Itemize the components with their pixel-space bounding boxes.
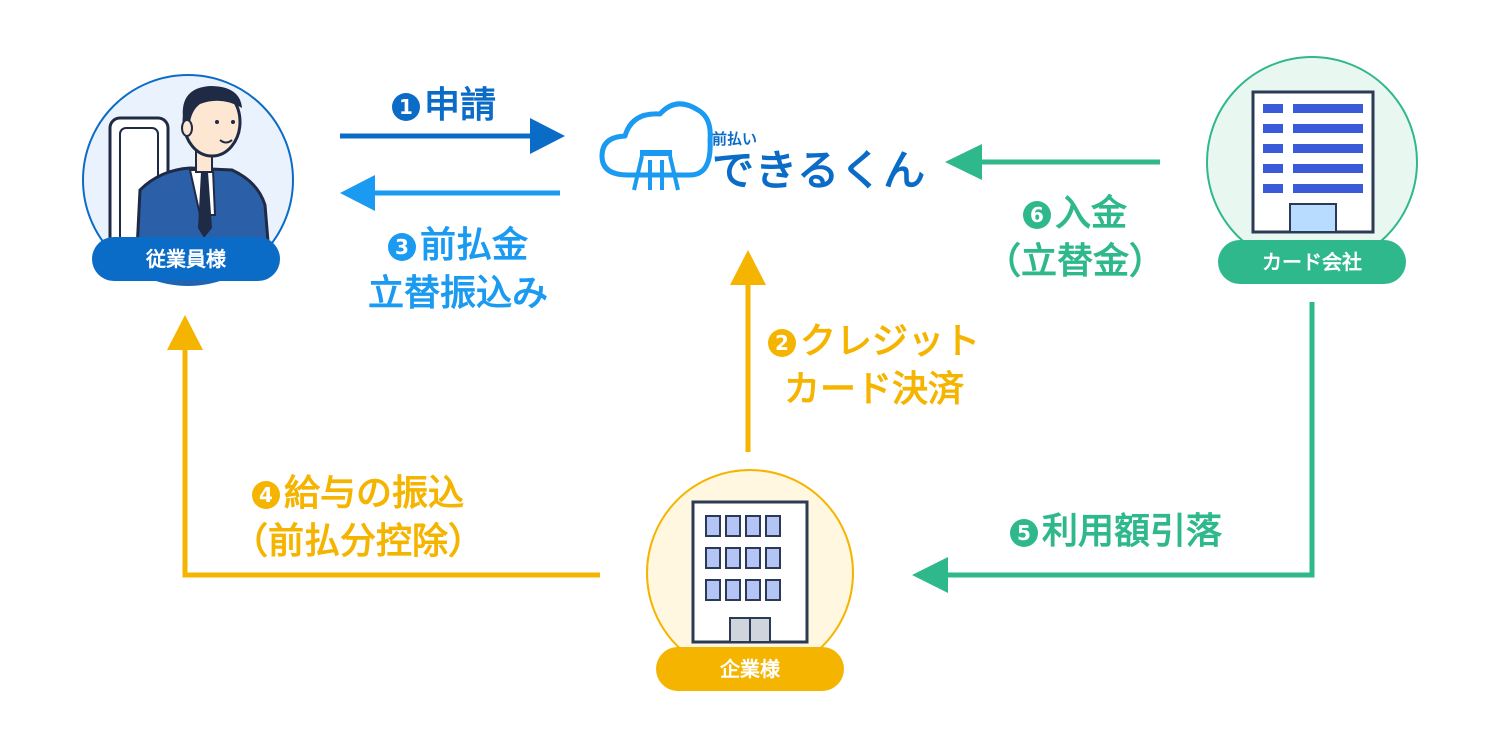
step-3-number: 3 xyxy=(388,233,416,261)
step-4-text-line2: （前払分控除） xyxy=(232,521,485,562)
arrow-advance-transfer xyxy=(340,175,560,211)
card-company-label: カード会社 xyxy=(1262,250,1362,274)
step-3-text-line2: 立替振込み xyxy=(368,273,549,314)
step-6-text-line2: （立替金） xyxy=(985,241,1166,282)
cloud-logo-icon xyxy=(599,101,713,191)
step-5-text: 利用額引落 xyxy=(1042,511,1223,552)
step-1-text: 申請 xyxy=(424,85,497,126)
arrow-deposit xyxy=(945,144,1160,180)
office-building-icon xyxy=(1251,90,1375,234)
company-node: 企業様 xyxy=(646,469,854,691)
step-2-text-line2: カード決済 xyxy=(784,369,965,410)
logo-title: できるくん xyxy=(712,146,927,195)
company-label: 企業様 xyxy=(719,657,781,681)
arrow-apply xyxy=(340,118,565,154)
arrow-card-payment xyxy=(730,250,766,452)
step-5-number: 5 xyxy=(1010,519,1038,547)
employee-label: 従業員様 xyxy=(145,247,227,271)
step-1-number: 1 xyxy=(392,93,420,121)
step-2-text-line1: クレジット xyxy=(800,321,981,362)
step-4-number: 4 xyxy=(252,481,280,509)
step-6-number: 6 xyxy=(1023,201,1051,229)
step-4-text-line1: 給与の振込 xyxy=(284,473,465,514)
arrow-salary-transfer xyxy=(167,315,600,578)
step-3-text-line1: 前払金 xyxy=(420,225,529,266)
company-building-icon xyxy=(691,500,809,644)
step-6-text-line1: 入金 xyxy=(1055,193,1128,234)
employee-node: 従業員様 xyxy=(82,74,294,286)
card-company-node: カード会社 xyxy=(1206,56,1418,284)
step-2-number: 2 xyxy=(768,329,796,357)
logo-subtitle: 前払い xyxy=(712,130,758,148)
arrow-withdrawal xyxy=(912,302,1315,593)
